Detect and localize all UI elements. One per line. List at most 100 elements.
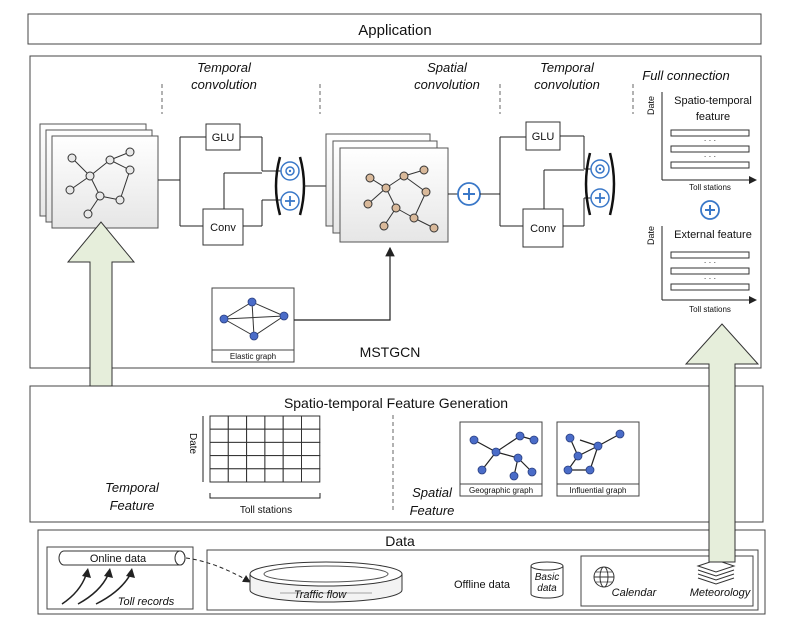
grid-cell xyxy=(227,468,248,483)
geographic-graph-label: Geographic graph xyxy=(469,486,533,495)
full-connection-heading: Full connection xyxy=(642,68,729,83)
glu-label-1: GLU xyxy=(212,132,235,144)
conv-block-1: Conv xyxy=(202,208,244,246)
grid-cell xyxy=(209,428,229,443)
data-box: Data Online data Toll records Traffic fl… xyxy=(37,529,766,615)
mstgcn-box: MSTGCN Temporal convolution Spatial conv… xyxy=(29,55,762,369)
grid-cell xyxy=(227,455,248,470)
temporal-convolution-heading-2b: convolution xyxy=(534,77,600,92)
grid-cell xyxy=(264,468,284,483)
grid-cell xyxy=(246,468,266,483)
online-data-label: Online data xyxy=(90,553,147,565)
grid-cell xyxy=(264,415,284,430)
offline-data-label: Offline data xyxy=(454,579,511,591)
basic-data-label-b: data xyxy=(537,583,557,594)
right-up-arrow xyxy=(684,323,760,563)
conv-label-2: Conv xyxy=(530,223,556,235)
elastic-graph: Elastic graph xyxy=(211,287,295,363)
feature-generation-box: Spatio-temporal Feature Generation Tempo… xyxy=(29,385,764,523)
plus-icon xyxy=(280,191,300,211)
svg-text:· · ·: · · · xyxy=(704,258,716,267)
application-label: Application xyxy=(358,22,431,39)
temporal-convolution-heading-2: Temporal xyxy=(540,60,595,75)
database-icon: Basic data xyxy=(530,561,564,599)
grid-cell xyxy=(301,455,321,470)
grid-cell xyxy=(282,455,303,470)
date-axis-label-3: Date xyxy=(187,433,198,455)
temporal-feature-label-b: Feature xyxy=(110,498,155,513)
grid-cell xyxy=(301,415,321,430)
traffic-flow-label: Traffic flow xyxy=(294,589,347,601)
grid-cell xyxy=(282,428,303,443)
spatio-temporal-feature-panel: Date Spatio-temporal feature · · · · · ·… xyxy=(646,92,757,192)
feature-generation-title: Spatio-temporal Feature Generation xyxy=(284,395,508,411)
conv-label-1: Conv xyxy=(210,222,236,234)
toll-stations-axis-label: Toll stations xyxy=(689,183,731,192)
glu-block-1: GLU xyxy=(205,123,241,151)
circle-dot-icon xyxy=(590,159,610,179)
grid-cell xyxy=(227,428,248,443)
temporal-feature-label: Temporal xyxy=(105,480,160,495)
external-feature-panel: Date External feature · · · · · · Toll s… xyxy=(646,226,757,314)
online-data-group: Online data Toll records xyxy=(46,546,194,610)
influential-graph: Influential graph xyxy=(556,421,640,497)
plus-icon xyxy=(457,182,481,206)
svg-text:· · ·: · · · xyxy=(704,274,716,283)
spatio-temporal-feature-label-b: feature xyxy=(696,111,730,123)
geographic-graph: Geographic graph xyxy=(459,421,543,497)
circle-dot-icon xyxy=(280,161,300,181)
spatial-feature-label-b: Feature xyxy=(410,503,455,518)
toll-stations-axis-label-2: Toll stations xyxy=(689,305,731,314)
temporal-convolution-heading-1: Temporal xyxy=(197,60,252,75)
grid-cell xyxy=(246,455,266,470)
svg-text:· · ·: · · · xyxy=(704,152,716,161)
grid-cell xyxy=(246,428,266,443)
grid-cell xyxy=(209,455,229,470)
grid-cell xyxy=(227,441,248,457)
glu-label-2: GLU xyxy=(532,131,555,143)
temporal-feature-grid xyxy=(209,415,321,483)
mstgcn-label: MSTGCN xyxy=(360,344,421,360)
grid-cell xyxy=(246,415,266,430)
grid-cell xyxy=(282,415,303,430)
stack-icon xyxy=(696,559,736,585)
traffic-flow-cylinder: Traffic flow xyxy=(249,561,403,603)
grid-cell xyxy=(301,468,321,483)
toll-stations-label: Toll stations xyxy=(240,505,292,516)
grid-cell xyxy=(209,441,229,457)
grid-cell xyxy=(282,441,303,457)
spatial-graph-stack xyxy=(325,133,449,243)
grid-cell xyxy=(301,428,321,443)
toll-records-label: Toll records xyxy=(118,596,175,608)
spatio-temporal-feature-label: Spatio-temporal xyxy=(674,95,752,107)
grid-cell xyxy=(227,415,248,430)
globe-icon xyxy=(593,566,615,588)
grid-cell xyxy=(301,441,321,457)
spatial-convolution-heading-b: convolution xyxy=(414,77,480,92)
input-graph-stack xyxy=(39,123,159,229)
data-title: Data xyxy=(385,533,415,549)
grid-cell xyxy=(246,441,266,457)
plus-icon xyxy=(590,188,610,208)
grid-cell xyxy=(264,441,284,457)
grid-cell xyxy=(282,468,303,483)
grid-cell xyxy=(209,415,229,430)
spatial-feature-label: Spatial xyxy=(412,485,453,500)
temporal-convolution-heading-1b: convolution xyxy=(191,77,257,92)
influential-graph-label: Influential graph xyxy=(570,486,627,495)
elastic-graph-label: Elastic graph xyxy=(230,352,276,361)
svg-text:· · ·: · · · xyxy=(704,136,716,145)
grid-cell xyxy=(264,428,284,443)
calendar-label: Calendar xyxy=(612,587,658,599)
plus-icon xyxy=(700,200,720,220)
grid-cell xyxy=(209,468,229,483)
date-axis-label-2: Date xyxy=(646,226,656,245)
date-axis-label: Date xyxy=(646,96,656,115)
left-up-arrow xyxy=(66,221,136,387)
application-box: Application xyxy=(27,13,762,45)
meteorology-label: Meteorology xyxy=(690,587,752,599)
glu-block-2: GLU xyxy=(525,121,561,151)
external-feature-label: External feature xyxy=(674,229,752,241)
grid-cell xyxy=(264,455,284,470)
